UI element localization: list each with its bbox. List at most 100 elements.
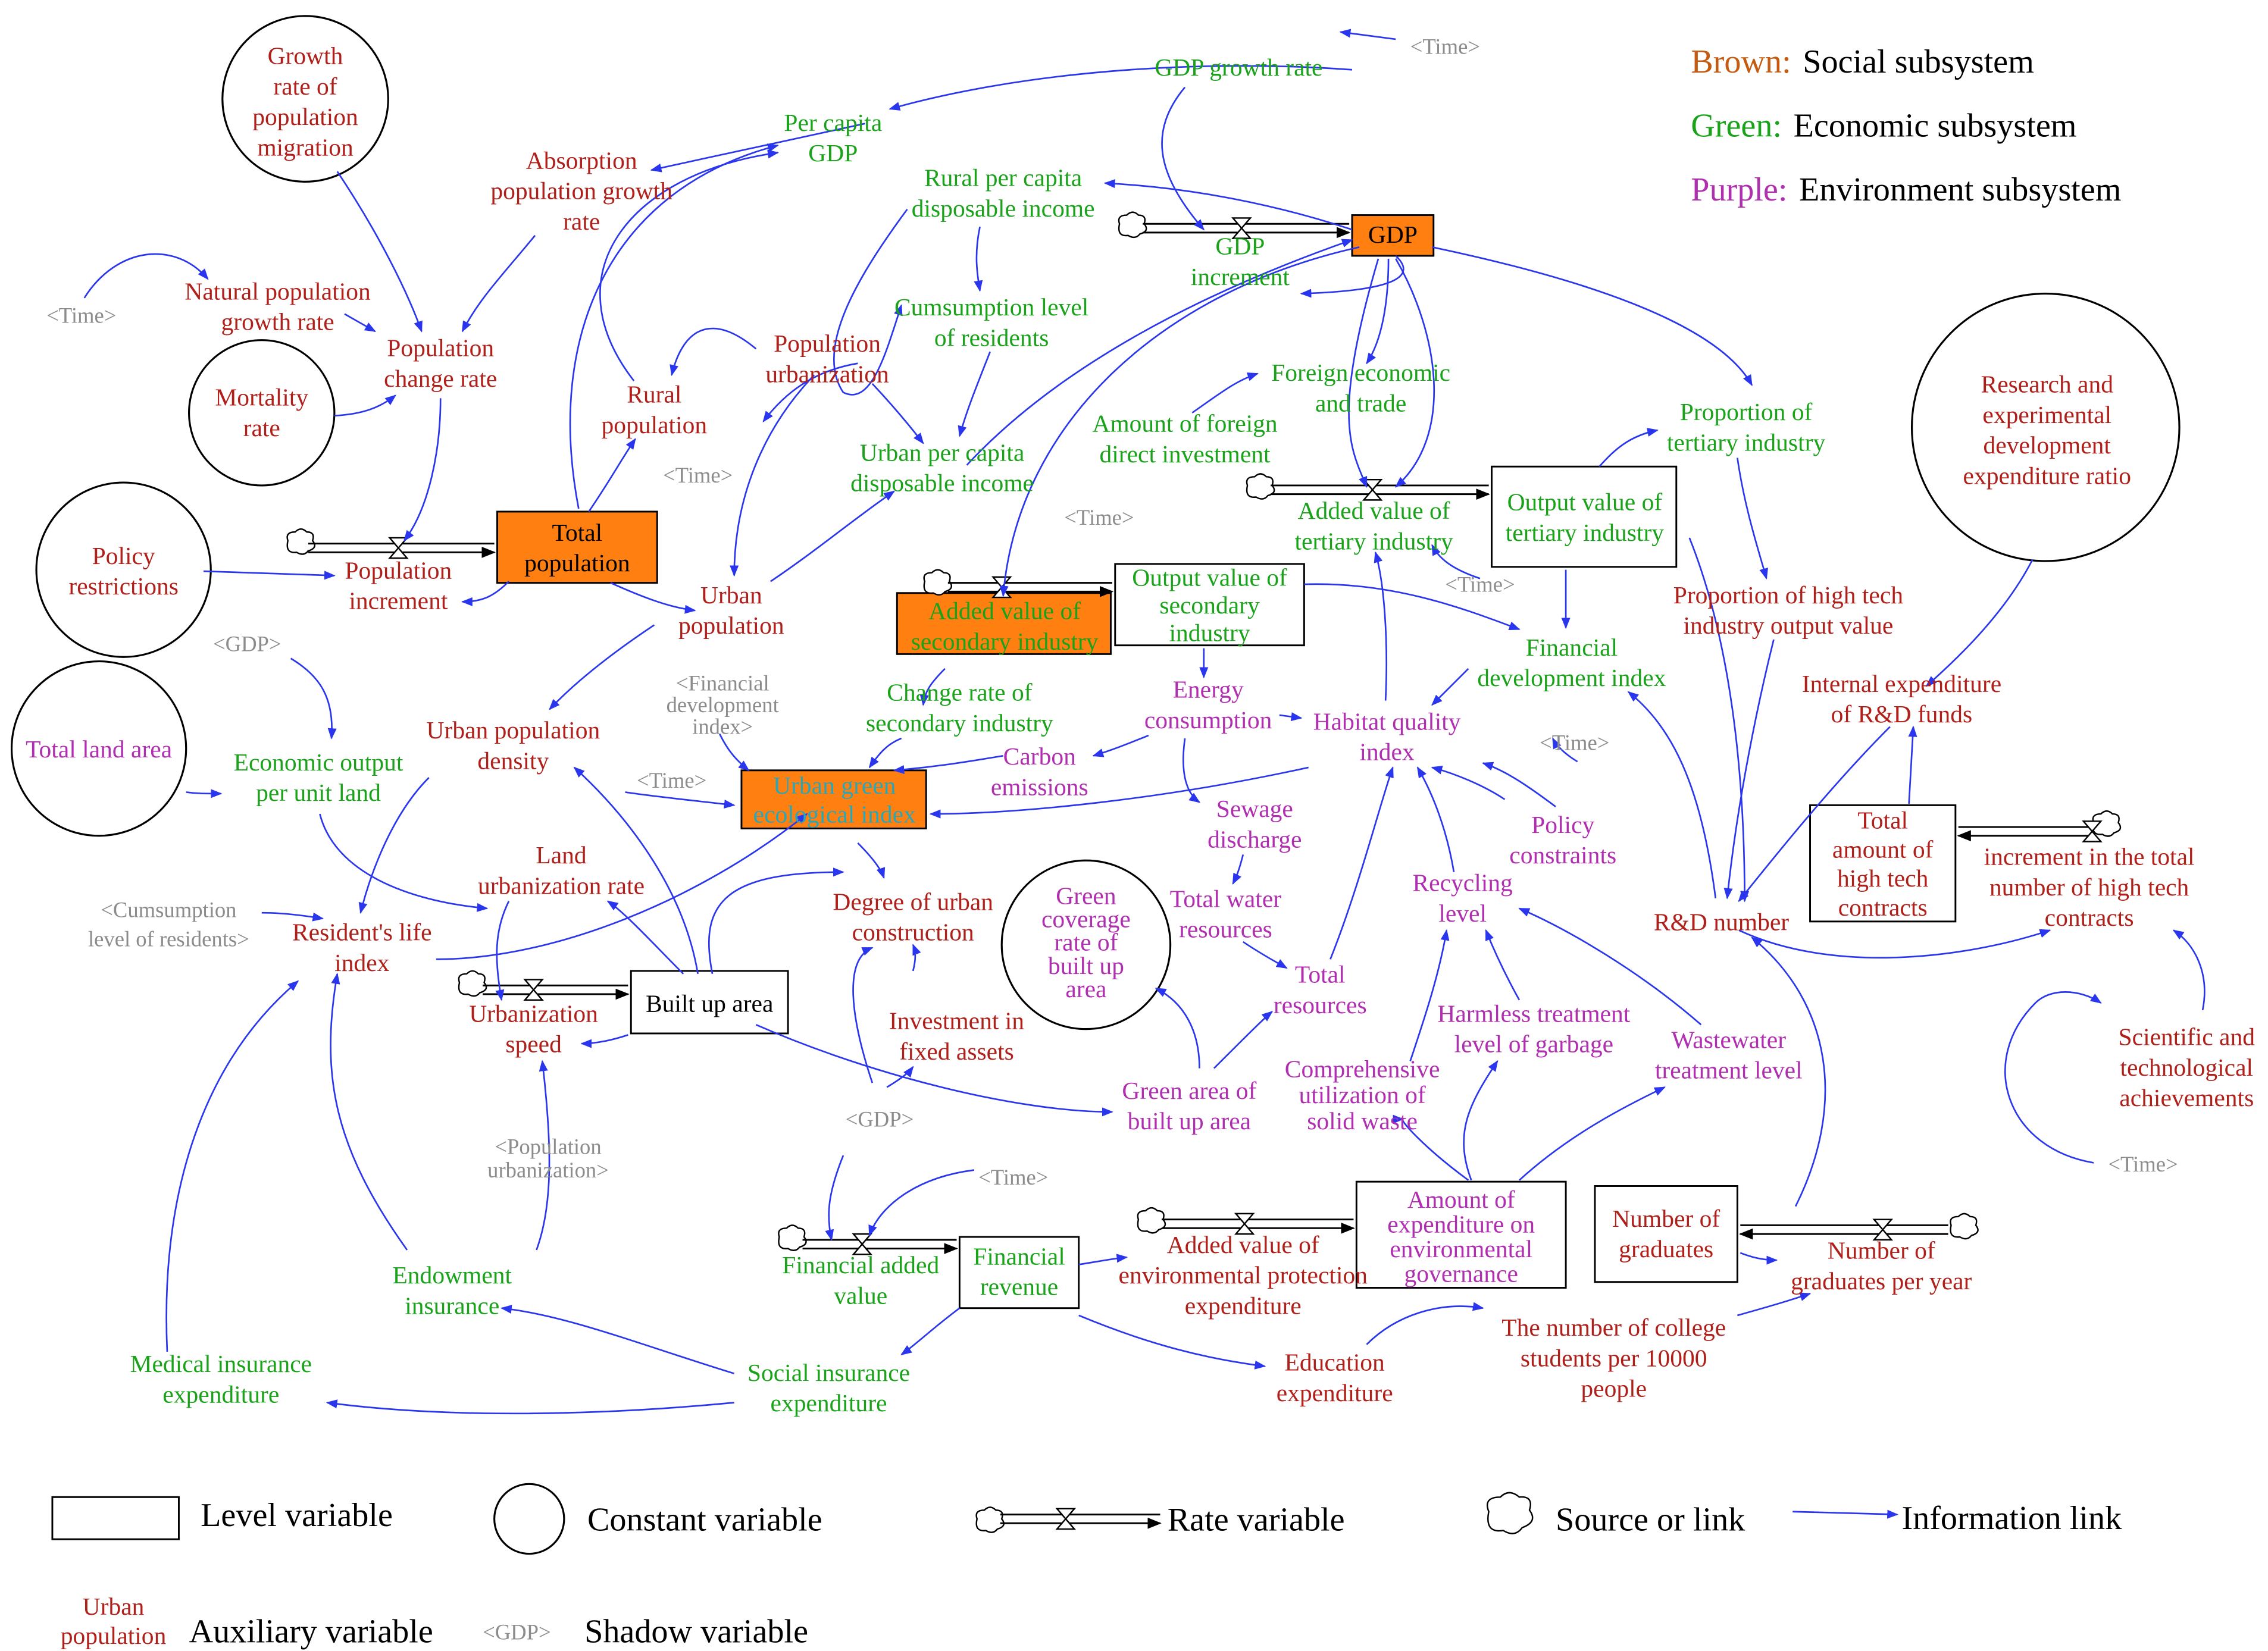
var-fin-dev-shadow-line: index> bbox=[692, 715, 753, 739]
legend-source-symbol bbox=[1486, 1492, 1534, 1534]
var-increment-hightech-line: contracts bbox=[2045, 904, 2134, 931]
var-scientific-line: technological bbox=[2120, 1054, 2253, 1081]
var-time-top-line: <Time> bbox=[1410, 34, 1480, 58]
var-social-insurance-line: expenditure bbox=[771, 1389, 887, 1417]
var-gdp-shadow1: <GDP> bbox=[213, 631, 281, 656]
var-gdp: GDP bbox=[1368, 221, 1418, 248]
var-gdp-increment-line: increment bbox=[1191, 263, 1290, 290]
legend-aux-sample-1: Urban bbox=[83, 1593, 145, 1620]
var-time-left-line: <Time> bbox=[46, 303, 116, 327]
var-foreign-trade-line: Foreign economic bbox=[1271, 359, 1450, 386]
var-financial-added-line: Financial added bbox=[782, 1251, 939, 1279]
var-urban-population-line: Urban bbox=[700, 581, 762, 609]
var-amount-env-line: Amount of bbox=[1407, 1186, 1515, 1213]
stock-ugei bbox=[740, 769, 927, 829]
constant-green-coverage bbox=[1000, 859, 1172, 1030]
var-rural-population-line: Rural bbox=[627, 381, 681, 408]
var-pop-increment-line: increment bbox=[349, 587, 448, 615]
legend-brown-word: Brown bbox=[1691, 43, 1782, 80]
var-habitat-line: index bbox=[1359, 738, 1414, 766]
constant-circles bbox=[10, 15, 2181, 1030]
var-green-area: Green area of built up area bbox=[1122, 1077, 1256, 1135]
var-total-resources-line: resources bbox=[1274, 991, 1367, 1019]
legend-shadow-label: Shadow variable bbox=[584, 1614, 808, 1650]
var-green-area-line: built up area bbox=[1128, 1107, 1251, 1135]
var-added-secondary-line: secondary industry bbox=[911, 628, 1099, 655]
var-urban-population-line: population bbox=[678, 612, 784, 639]
var-harmless-line: level of garbage bbox=[1454, 1030, 1613, 1058]
var-gdp-growth-rate-line: GDP growth rate bbox=[1155, 54, 1322, 81]
var-time-mid2-line: <Time> bbox=[1064, 505, 1134, 530]
var-investment-fixed-line: fixed assets bbox=[899, 1038, 1014, 1065]
symbol-legend: Level variable Constant variable Rate va… bbox=[51, 1483, 2122, 1650]
var-rural-pc-income-line: Rural per capita bbox=[924, 164, 1082, 192]
var-consumption-shadow-line: level of residents> bbox=[88, 926, 249, 951]
var-recycling-line: level bbox=[1438, 900, 1487, 927]
var-sewage-line: discharge bbox=[1207, 825, 1302, 853]
stock-amount-env bbox=[1355, 1180, 1567, 1289]
var-pop-change-rate-line: change rate bbox=[384, 365, 497, 392]
legend-aux-sample-2: population bbox=[61, 1622, 167, 1649]
var-time-fin: <Time> bbox=[978, 1165, 1048, 1189]
var-green-coverage-line: built up bbox=[1048, 952, 1124, 979]
var-scientific-line: Scientific and bbox=[2119, 1023, 2256, 1051]
var-total-population: Total population bbox=[524, 519, 630, 577]
var-total-hightech-line: high tech bbox=[1837, 864, 1929, 892]
var-time-ugei: <Time> bbox=[637, 768, 706, 792]
var-carbon-line: emissions bbox=[991, 773, 1088, 800]
var-gdp-line: GDP bbox=[1368, 221, 1418, 248]
var-investment-fixed-line: Investment in bbox=[889, 1007, 1024, 1035]
var-number-grad-line: graduates bbox=[1619, 1235, 1713, 1262]
var-added-env-line: environmental protection bbox=[1119, 1261, 1368, 1289]
constant-total-land bbox=[10, 660, 187, 837]
stock-output-secondary bbox=[1114, 563, 1305, 647]
var-output-tertiary-line: tertiary industry bbox=[1506, 519, 1665, 546]
var-time-mid-line: <Time> bbox=[663, 463, 733, 487]
var-college-students-line: students per 10000 bbox=[1521, 1344, 1707, 1371]
var-total-population-line: population bbox=[524, 549, 630, 577]
legend-purple: Purple:Environment subsystem bbox=[1691, 171, 2121, 208]
var-built-up-line: Built up area bbox=[646, 989, 773, 1017]
var-green-coverage-line: Green bbox=[1056, 882, 1116, 910]
var-social-insurance: Social insurance expenditure bbox=[747, 1359, 910, 1417]
var-total-hightech-line: Total bbox=[1857, 807, 1908, 834]
var-policy-restrictions-line: restrictions bbox=[68, 572, 178, 600]
var-financial-dev-line: development index bbox=[1477, 664, 1666, 691]
var-social-insurance-line: Social insurance bbox=[747, 1359, 910, 1386]
var-energy-line: consumption bbox=[1144, 706, 1272, 734]
var-rd-number-line: R&D number bbox=[1654, 908, 1789, 936]
var-absorption-line: rate bbox=[563, 208, 600, 235]
constant-growth-migration bbox=[221, 15, 389, 183]
var-habitat-line: Habitat quality bbox=[1313, 707, 1461, 735]
var-wastewater-line: treatment level bbox=[1655, 1057, 1803, 1084]
var-change-rate-secondary-line: secondary industry bbox=[866, 709, 1053, 737]
var-output-tertiary-line: Output value of bbox=[1507, 488, 1663, 515]
var-total-hightech-line: amount of bbox=[1832, 835, 1934, 863]
var-green-area-line: Green area of bbox=[1122, 1077, 1256, 1104]
var-rd-ratio-line: development bbox=[1984, 431, 2111, 459]
var-output-secondary-line: industry bbox=[1169, 619, 1250, 646]
var-total-population-line: Total bbox=[552, 519, 603, 546]
var-econ-output-land-line: Economic output bbox=[234, 748, 403, 776]
stock-total-population bbox=[496, 510, 658, 584]
var-green-coverage-line: area bbox=[1065, 975, 1106, 1002]
